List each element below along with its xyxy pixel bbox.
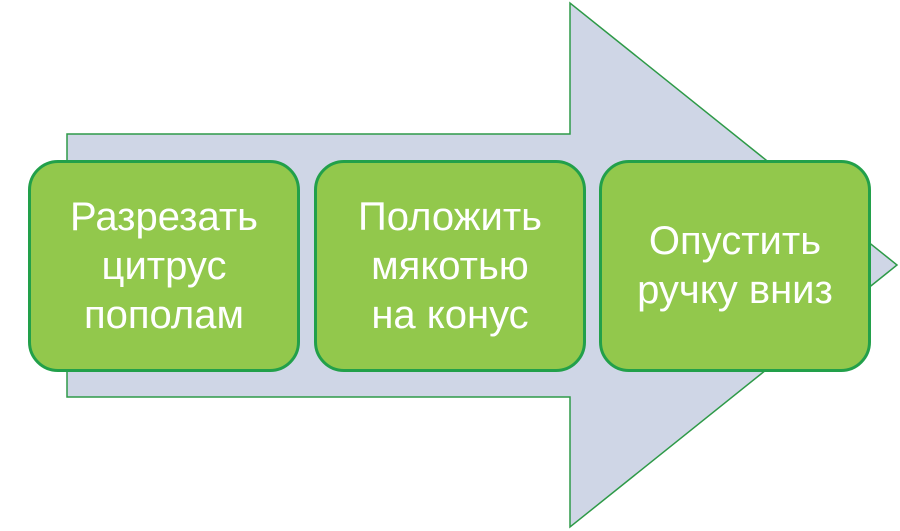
step-3-box: Опустить ручку вниз [599, 160, 871, 372]
step-1-label: Разрезать цитрус пополам [70, 194, 258, 337]
step-3-label: Опустить ручку вниз [637, 219, 833, 312]
step-2-box: Положить мякотью на конус [314, 160, 586, 372]
step-2-label: Положить мякотью на конус [358, 194, 542, 337]
step-1-box: Разрезать цитрус пополам [28, 160, 300, 372]
